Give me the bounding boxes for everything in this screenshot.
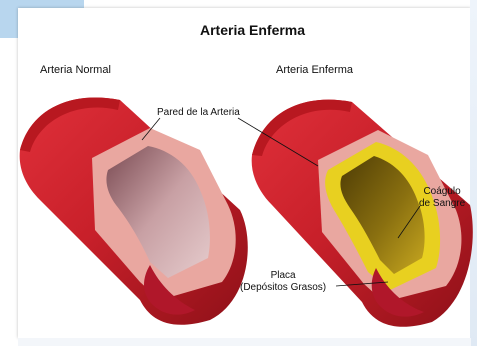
label-plaque-line1: Placa	[240, 270, 326, 282]
label-normal-artery: Arteria Normal	[40, 64, 111, 76]
label-clot-line2: de Sangre	[419, 198, 465, 210]
label-clot-line1: Coágulo	[419, 186, 465, 198]
label-plaque-line2: (Depósitos Grasos)	[240, 282, 326, 294]
diagram-title: Arteria Enferma	[200, 22, 305, 38]
label-blood-clot: Coágulo de Sangre	[419, 186, 465, 210]
label-diseased-artery: Arteria Enferma	[276, 64, 353, 76]
label-artery-wall: Pared de la Arteria	[157, 107, 240, 118]
normal-artery	[20, 97, 248, 324]
label-plaque: Placa (Depósitos Grasos)	[240, 270, 326, 294]
